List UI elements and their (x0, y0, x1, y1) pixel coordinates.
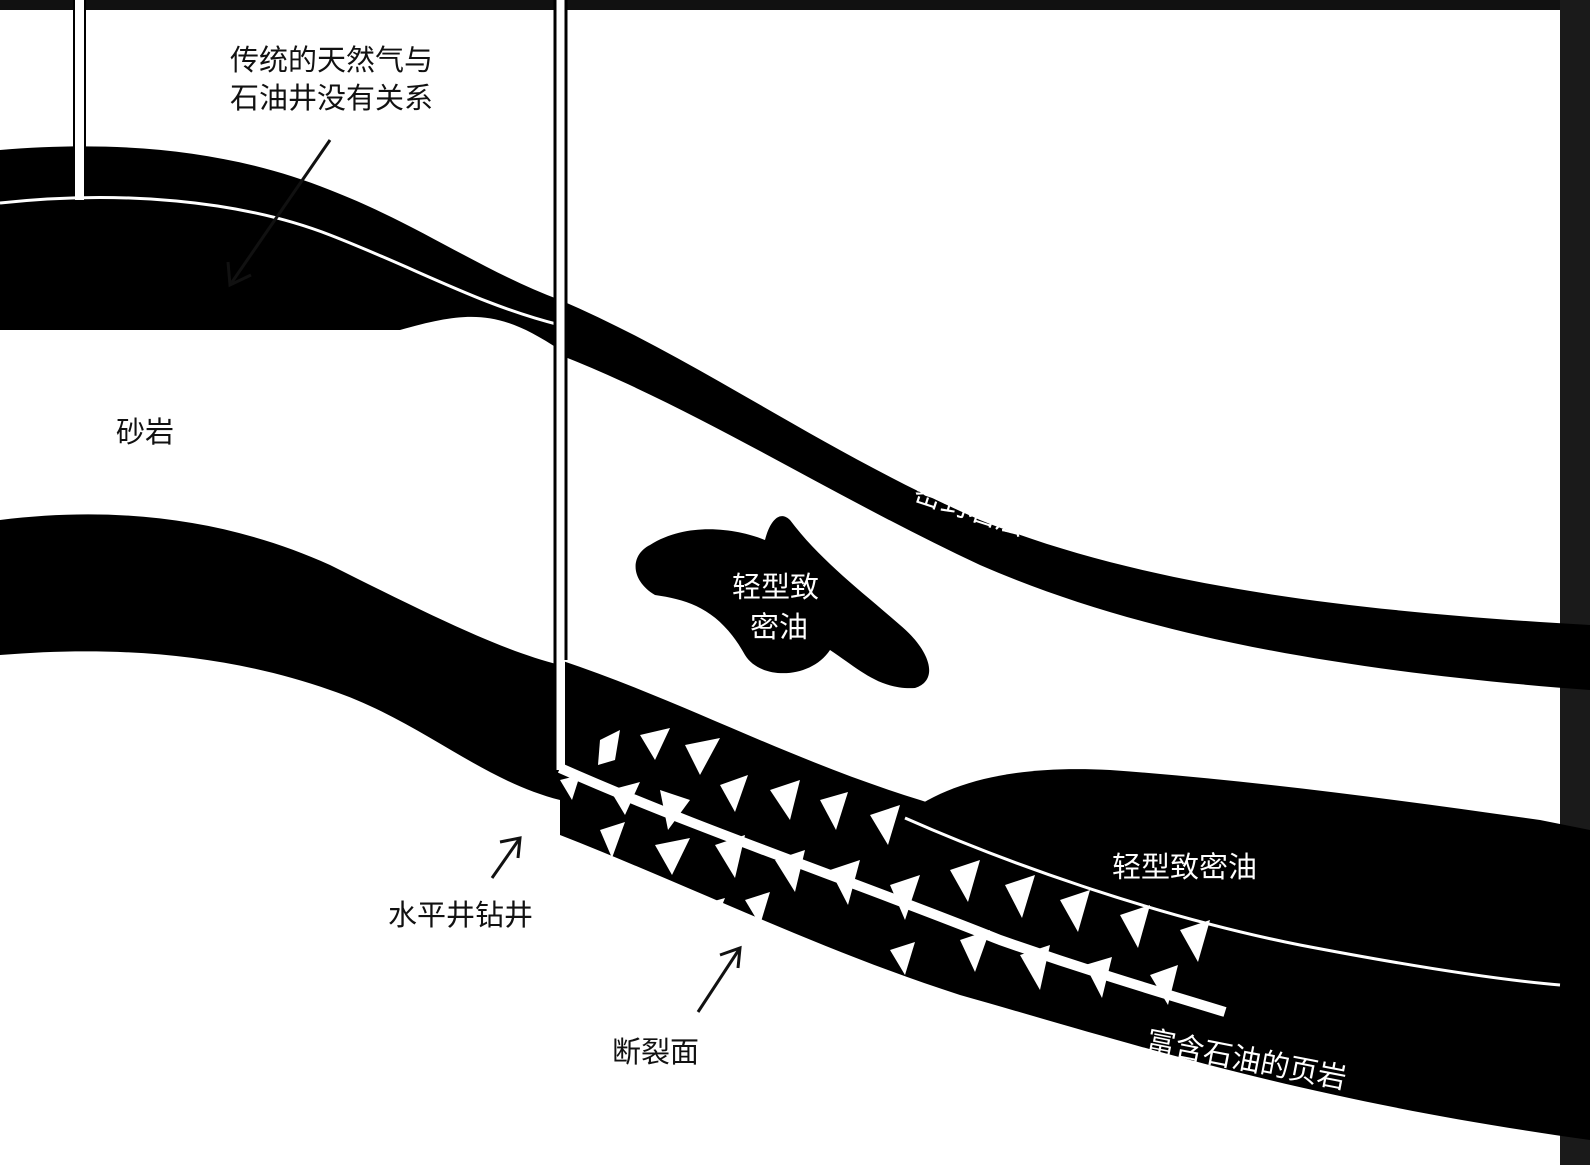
label-horizontal-drilling: 水平井钻井 (388, 898, 533, 932)
seal-rock-layer (560, 300, 1590, 690)
light-tight-oil-reservoir (905, 769, 1590, 990)
horizontal-wellbore (557, 763, 1227, 1017)
label-traditional-line2: 石油井没有关系 (230, 81, 433, 115)
conventional-reservoir-contact-line (0, 196, 561, 327)
vertical-well-shaft (556, 0, 565, 770)
arrow-fracture (696, 945, 742, 1013)
label-pocket-line2: 密油 (750, 610, 808, 644)
label-fracture-surface: 断裂面 (612, 1035, 699, 1069)
label-sandstone: 砂岩 (116, 415, 174, 449)
shale-band-left (0, 514, 560, 800)
label-traditional-line1: 传统的天然气与 (230, 43, 433, 77)
reservoir-contact-line (904, 816, 1561, 987)
arrow-horizontal-drilling (490, 836, 522, 879)
top-frame-bar (0, 0, 1590, 10)
light-tight-oil-pocket (635, 516, 930, 689)
arrow-traditional (226, 139, 332, 288)
label-light-tight-oil: 轻型致密油 (1112, 850, 1257, 884)
conventional-well (75, 0, 84, 200)
label-pocket-line1: 轻型致 (732, 570, 819, 604)
